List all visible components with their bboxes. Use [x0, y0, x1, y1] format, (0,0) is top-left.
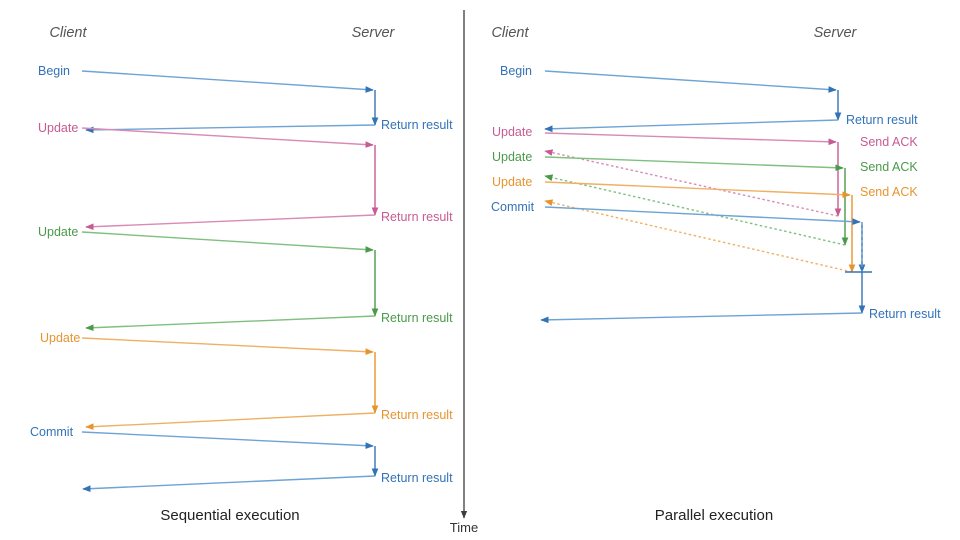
- request-label: Update: [492, 175, 532, 189]
- request-arrow: [81, 70, 374, 93]
- reply-label: Return result: [381, 311, 453, 325]
- reply-label: Return result: [846, 113, 918, 127]
- request-label: Begin: [38, 64, 70, 78]
- request-label: Update: [38, 225, 78, 239]
- reply-arrow: [85, 214, 376, 231]
- request-arrow: [81, 231, 374, 253]
- request-arrow: [544, 181, 851, 199]
- lane-header-client: Client: [491, 25, 529, 41]
- request-label: Update: [40, 331, 80, 345]
- request-label: Commit: [30, 425, 74, 439]
- lane-header-server: Server: [352, 25, 396, 41]
- time-axis-layer: Time: [450, 10, 478, 535]
- reply-label: Return result: [869, 307, 941, 321]
- request-arrow: [81, 127, 374, 148]
- reply-label: Send ACK: [860, 160, 918, 174]
- lane-header-server: Server: [814, 25, 858, 41]
- request-label: Begin: [500, 64, 532, 78]
- request-label: Commit: [491, 200, 535, 214]
- reply-label: Send ACK: [860, 185, 918, 199]
- request-arrow: [81, 431, 374, 449]
- reply-arrow: [82, 475, 376, 493]
- panel-caption: Parallel execution: [655, 507, 773, 524]
- request-label: Update: [38, 121, 78, 135]
- reply-arrow: [544, 119, 839, 133]
- reply-label: Send ACK: [860, 135, 918, 149]
- lane-header-client: Client: [49, 25, 87, 41]
- reply-arrow: [540, 312, 863, 324]
- time-axis-label: Time: [450, 520, 478, 535]
- reply-label: Return result: [381, 118, 453, 132]
- request-label: Update: [492, 150, 532, 164]
- request-arrow: [544, 132, 837, 146]
- reply-arrow: [544, 174, 846, 246]
- reply-label: Return result: [381, 471, 453, 485]
- reply-arrow: [85, 124, 376, 134]
- reply-arrow: [544, 149, 839, 217]
- reply-label: Return result: [381, 210, 453, 224]
- request-arrow: [544, 156, 844, 172]
- panel-caption: Sequential execution: [160, 507, 299, 524]
- request-arrow: [544, 206, 861, 225]
- reply-label: Return result: [381, 408, 453, 422]
- reply-arrow: [85, 412, 376, 430]
- request-label: Update: [492, 125, 532, 139]
- reply-arrow: [85, 315, 376, 332]
- request-arrow: [81, 337, 374, 355]
- request-arrow: [544, 70, 837, 93]
